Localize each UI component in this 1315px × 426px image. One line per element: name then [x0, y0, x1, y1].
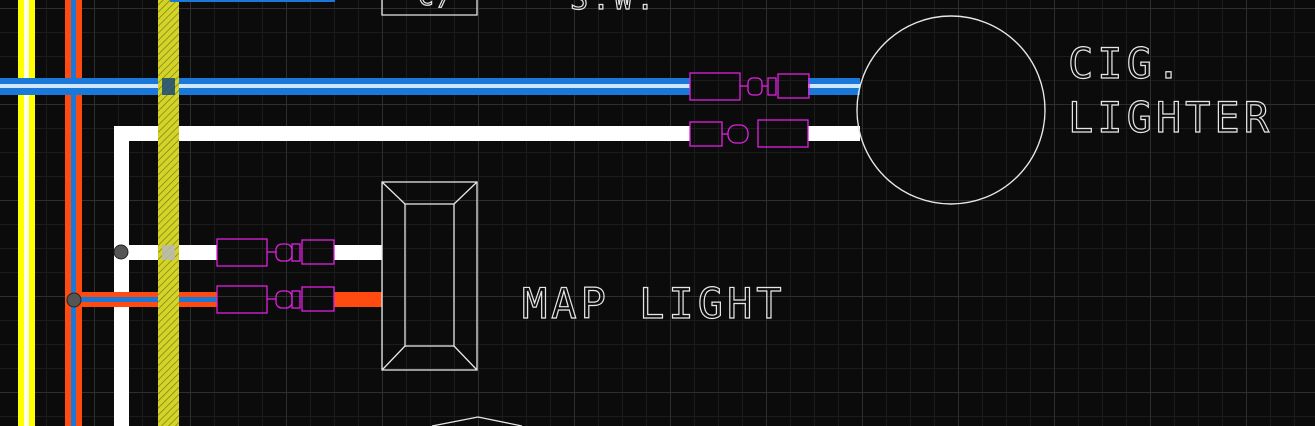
cig-lighter-label-line1: CIG. — [1068, 39, 1185, 88]
wire-yellow-hatched-vertical — [158, 0, 179, 426]
connector-plug-icon — [689, 72, 810, 101]
wire-orange-to-map-light — [74, 292, 382, 307]
wire-crossing-mark — [162, 78, 175, 95]
top-label-right: S.W. — [570, 0, 658, 17]
wire-white-to-cig-lighter — [114, 126, 860, 141]
wire-yellow-vertical-stripe — [24, 0, 29, 426]
map-light-label: MAP LIGHT — [522, 279, 786, 328]
bottom-partial-shape — [431, 416, 523, 426]
splice-dot-icon — [66, 292, 82, 308]
wire-orange-vertical-stripe — [71, 0, 76, 426]
cig-lighter-circle-icon — [856, 15, 1046, 205]
top-label-left: C/ — [418, 0, 457, 12]
vertical-wire-group — [18, 0, 129, 426]
top-switch-box — [381, 0, 478, 16]
wire-crossing-mark — [162, 245, 175, 260]
cig-lighter-label-line2: LIGHTER — [1068, 93, 1273, 142]
connector-plug-icon — [689, 119, 809, 148]
wire-white-vertical — [114, 126, 129, 426]
connector-plug-icon — [216, 285, 335, 314]
splice-dot-icon — [113, 244, 129, 260]
connector-plug-icon — [216, 238, 335, 267]
map-light-box-icon — [381, 181, 478, 371]
wire-blue-to-cig-lighter — [0, 78, 860, 95]
